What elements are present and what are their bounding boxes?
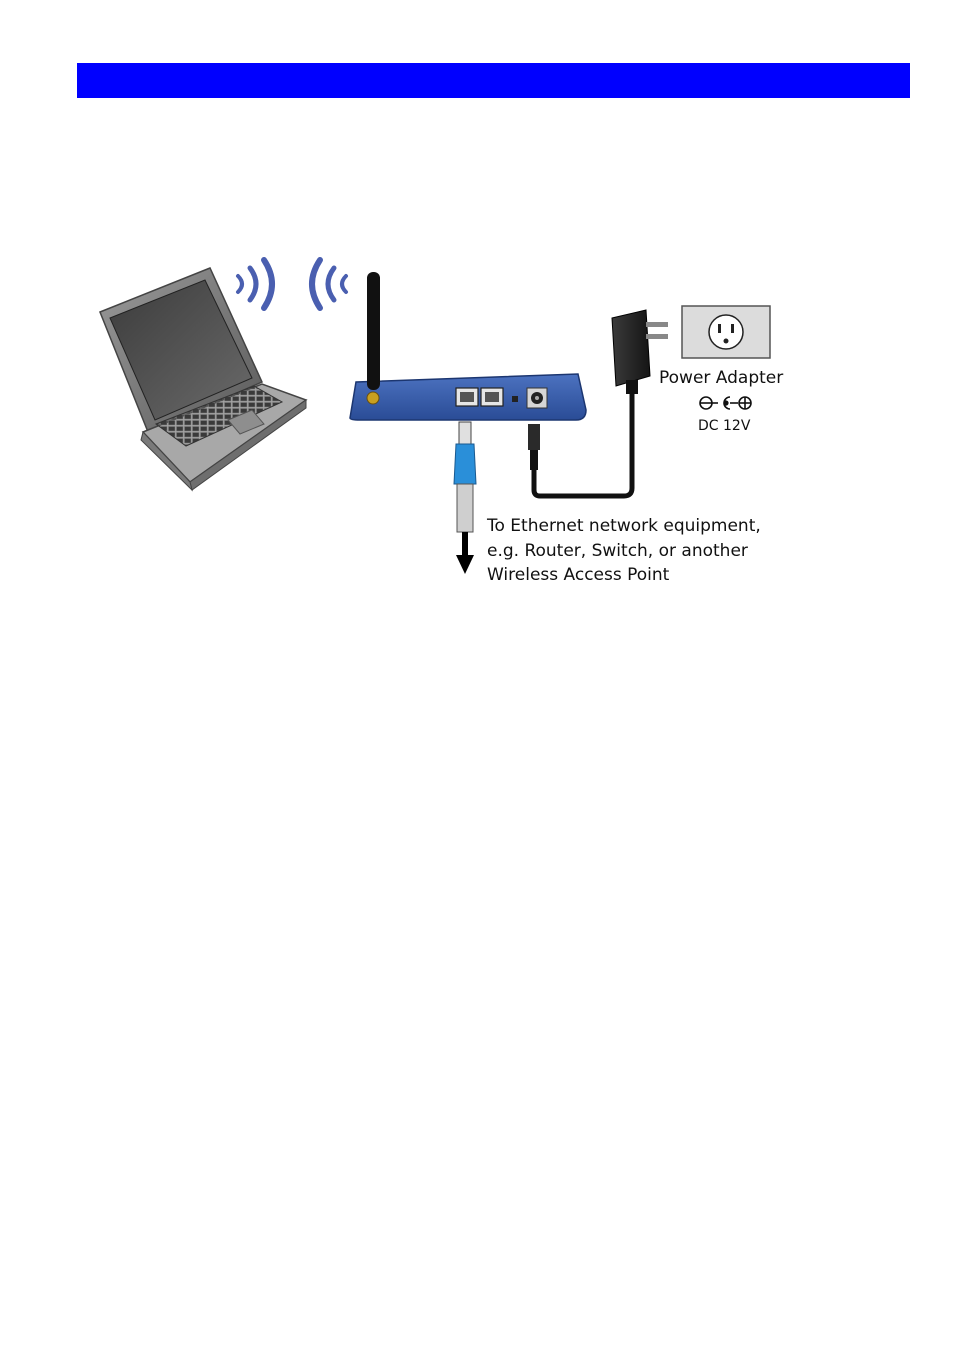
wall-outlet-icon <box>681 305 771 359</box>
power-adapter-label: Power Adapter <box>659 368 783 388</box>
laptop-icon <box>99 267 308 492</box>
dc-voltage-label: DC 12V <box>698 418 751 434</box>
ethernet-cable-icon <box>453 421 477 533</box>
power-adapter-icon <box>611 309 668 394</box>
access-point-icon <box>349 373 587 421</box>
antenna-icon <box>366 272 380 405</box>
dc-polarity-icon <box>699 396 752 410</box>
arrow-down-icon <box>456 532 474 574</box>
ethernet-note-line-2: e.g. Router, Switch, or another <box>487 541 748 561</box>
wireless-waves-icon <box>236 257 348 311</box>
header-bar <box>77 63 910 98</box>
power-cord <box>528 389 635 499</box>
ethernet-note-line-1: To Ethernet network equipment, <box>486 516 761 536</box>
ethernet-note-line-3: Wireless Access Point <box>487 565 670 585</box>
